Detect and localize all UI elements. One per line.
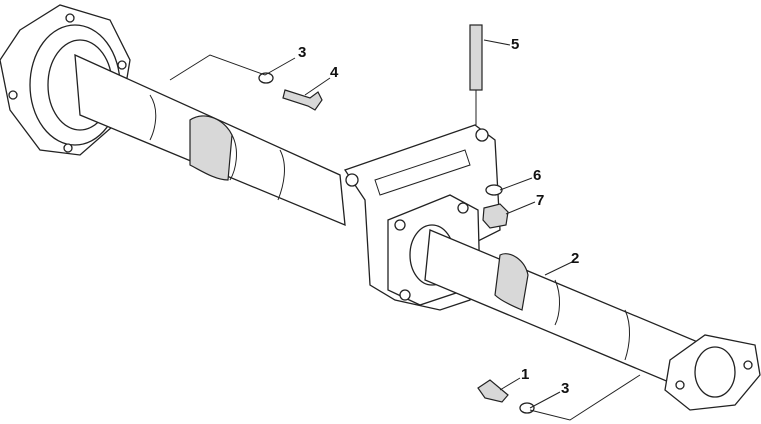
bolt-bottom (477, 379, 509, 403)
nut (482, 203, 509, 229)
callout-6: 6 (533, 167, 542, 184)
rear-flange (664, 334, 761, 411)
stud-bolt (469, 24, 483, 125)
callout-5: 5 (511, 36, 520, 53)
leader-lines (169, 39, 641, 421)
bolt-top (282, 89, 323, 111)
callout-2: 2 (571, 250, 580, 267)
washer-top (258, 72, 274, 84)
callout-7: 7 (536, 192, 545, 209)
callout-4: 4 (330, 64, 339, 81)
callout-3-bottom: 3 (561, 380, 570, 397)
callout-1: 1 (521, 366, 530, 383)
rear-shaft (424, 229, 706, 396)
front-shaft (74, 53, 346, 227)
callout-3-top: 3 (298, 44, 307, 61)
washer (485, 184, 503, 196)
washer-bottom (519, 402, 535, 414)
